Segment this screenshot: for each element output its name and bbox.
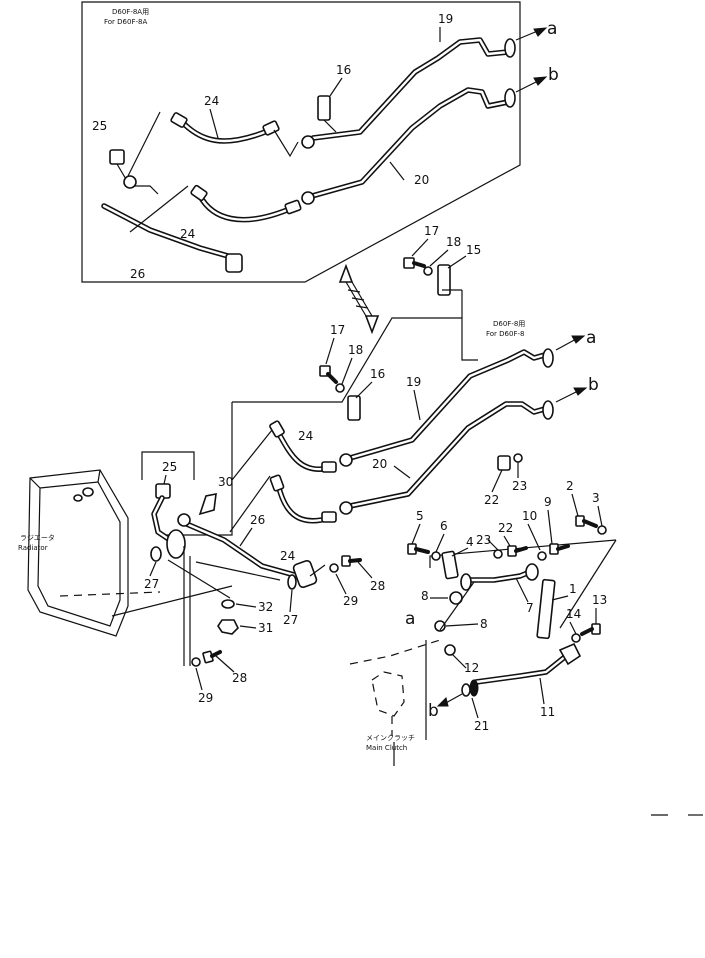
label-8-lower: 8 — [480, 617, 488, 631]
elbow-11 — [558, 642, 582, 666]
flange-b-mid — [542, 400, 554, 420]
right-lower-assembly: 22 23 — [405, 453, 617, 740]
top-box-for: For D60F-8A — [104, 18, 147, 26]
elbow-26 — [292, 559, 318, 589]
elbow-26-top — [225, 253, 243, 273]
label-23-center: 23 — [476, 533, 491, 547]
label-5: 5 — [416, 509, 424, 523]
label-10: 10 — [522, 509, 537, 523]
bracket-1 — [536, 578, 556, 640]
arrow-b-top: b — [548, 65, 559, 85]
label-24-top-a: 24 — [204, 94, 219, 108]
middle-inset-box: D60F-8用 For D60F-8 17 18 16 19 — [160, 289, 554, 563]
clamp-16-mid — [347, 395, 361, 421]
washer-23 — [513, 453, 523, 463]
label-8-upper: 8 — [421, 589, 429, 603]
arrow-b-lower: b — [428, 701, 439, 721]
label-27-left: 27 — [144, 577, 159, 591]
label-22-upper: 22 — [484, 493, 499, 507]
arrow-b-mid: b — [588, 375, 599, 395]
nut-31 — [217, 619, 239, 635]
label-4: 4 — [466, 535, 474, 549]
label-9: 9 — [544, 495, 552, 509]
label-25-top: 25 — [92, 119, 107, 133]
lower-left-assembly: 25 30 26 27 27 29 28 32 31 28 29 — [111, 451, 385, 705]
clamp-16-top — [317, 95, 331, 121]
top-arrows: a b — [515, 19, 559, 93]
label-26-lower: 26 — [250, 513, 265, 527]
label-27-right: 27 — [283, 613, 298, 627]
mid-box-for: For D60F-8 — [486, 330, 524, 338]
label-25-lower: 25 — [162, 460, 177, 474]
label-26-top: 26 — [130, 267, 145, 281]
label-18-mid: 18 — [348, 343, 363, 357]
label-29-left: 29 — [198, 691, 213, 705]
label-11: 11 — [540, 705, 555, 719]
label-28-left: 28 — [232, 671, 247, 685]
arrow-a-top: a — [547, 19, 557, 39]
clutch-label-jp: メインクラッチ — [366, 734, 415, 742]
label-20-mid: 20 — [372, 457, 387, 471]
flange-b-top — [504, 88, 516, 108]
label-18-upper: 18 — [446, 235, 461, 249]
label-24-mid-a: 24 — [298, 429, 313, 443]
transition-arrow — [338, 263, 380, 335]
label-20-top: 20 — [414, 173, 429, 187]
label-24-top-b: 24 — [180, 227, 195, 241]
label-12: 12 — [464, 661, 479, 675]
label-29-right: 29 — [343, 594, 358, 608]
mid-box-code: D60F-8用 — [493, 320, 525, 328]
flange-a-top — [504, 38, 516, 58]
label-16-top: 16 — [336, 63, 351, 77]
label-13: 13 — [592, 593, 607, 607]
flange-a-mid — [542, 348, 554, 368]
o-ring-21 — [461, 683, 471, 697]
arrow-a-mid: a — [586, 328, 596, 348]
label-22-center: 22 — [498, 521, 513, 535]
o-ring-12 — [444, 644, 456, 656]
o-ring-27-right — [287, 574, 297, 590]
label-14: 14 — [566, 607, 581, 621]
label-24-mid-b: 24 — [280, 549, 295, 563]
label-3: 3 — [592, 491, 600, 505]
hose-joint-27-left — [166, 529, 186, 559]
radiator-label-en: Radiator — [18, 544, 48, 552]
washer-32 — [221, 599, 235, 609]
clamp-15 — [437, 264, 451, 296]
radiator: ラジエータ Radiator — [18, 469, 161, 637]
top-box-code: D60F-8A用 — [112, 8, 149, 16]
bracket-4 — [441, 550, 459, 580]
clamp-30 — [198, 492, 217, 516]
label-16-mid: 16 — [370, 367, 385, 381]
top-inset-box: D60F-8A用 For D60F-8A — [81, 1, 521, 283]
clutch-label-en: Main Clutch — [366, 744, 407, 752]
label-15: 15 — [466, 243, 481, 257]
plug-22 — [497, 455, 511, 471]
mid-arrows: a b — [555, 328, 599, 403]
label-31: 31 — [258, 621, 273, 635]
radiator-label-jp: ラジエータ — [20, 533, 55, 542]
o-ring-8-lower — [434, 620, 446, 632]
label-30: 30 — [218, 475, 233, 489]
label-7: 7 — [526, 601, 534, 615]
main-clutch: メインクラッチ Main Clutch — [349, 639, 441, 766]
label-19-mid: 19 — [406, 375, 421, 389]
arrow-a-lower: a — [405, 609, 415, 629]
upper-hardware: 17 18 15 — [403, 224, 481, 296]
label-19-top: 19 — [438, 12, 453, 26]
label-6: 6 — [440, 519, 448, 533]
o-ring-27-left — [150, 546, 162, 562]
label-23-upper: 23 — [512, 479, 527, 493]
label-17-mid: 17 — [330, 323, 345, 337]
label-17-upper: 17 — [424, 224, 439, 238]
flange-7 — [460, 573, 472, 591]
label-28-right: 28 — [370, 579, 385, 593]
label-2: 2 — [566, 479, 574, 493]
label-21: 21 — [474, 719, 489, 733]
label-1: 1 — [569, 582, 577, 596]
label-32: 32 — [258, 600, 273, 614]
